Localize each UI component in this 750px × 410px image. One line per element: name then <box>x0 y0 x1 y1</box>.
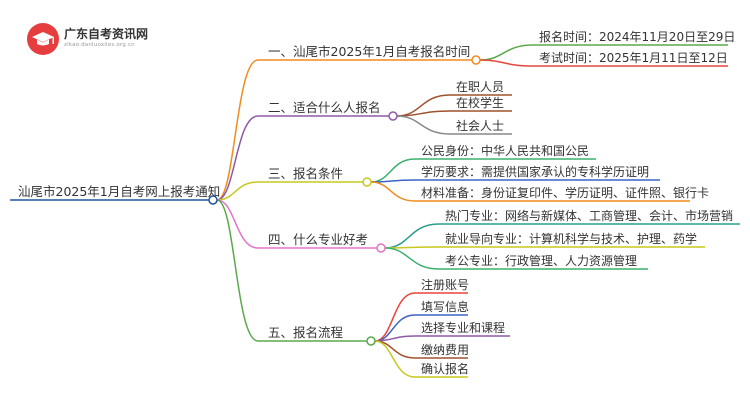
leaf-3-2: 学历要求：需提供国家承认的专科学历证明 <box>421 165 650 179</box>
leaf-1-2: 考试时间：2025年1月11日至12日 <box>539 51 728 65</box>
connector-branch-2-leaf-3 <box>396 115 451 135</box>
leaf-2-1: 在职人员 <box>456 80 505 94</box>
connector-branch-5-leaf-5 <box>374 340 416 378</box>
connector-branch-1-leaf-2 <box>479 59 534 67</box>
connector-root-branch-4 <box>216 199 259 249</box>
branch-2-who-can-register: 二、适合什么人报名 <box>268 100 381 115</box>
leaf-4-1: 热门专业：网络与新媒体、工商管理、会计、市场营销 <box>445 209 734 223</box>
connector-branch-4-leaf-3 <box>384 247 440 270</box>
leaf-5-1: 注册账号 <box>421 278 470 292</box>
leaf-2-2: 在校学生 <box>456 96 505 110</box>
site-logo: 广东自考资讯网 zikao.danluoxiles.org.cn <box>26 22 176 58</box>
leaf-3-3: 材料准备：身份证复印件、学历证明、证件照、银行卡 <box>421 186 710 200</box>
connector-branch-4-leaf-1 <box>384 223 440 249</box>
connector-branch-3-leaf-3 <box>370 181 416 202</box>
branch-4-easy-majors: 四、什么专业好考 <box>268 232 369 247</box>
root-node <box>208 195 218 205</box>
connector-branch-1-leaf-1 <box>479 44 534 61</box>
leaf-5-2: 填写信息 <box>421 300 470 314</box>
branch-5-process: 五、报名流程 <box>268 325 344 340</box>
connector-branch-5-leaf-2 <box>374 314 416 342</box>
connector-root-branch-1 <box>216 59 259 201</box>
site-name: 广东自考资讯网 <box>64 27 149 41</box>
branch-2-node <box>388 111 398 121</box>
branch-1-node <box>471 55 481 65</box>
graduation-cap-icon <box>27 23 59 55</box>
connector-root-branch-3 <box>216 181 259 201</box>
leaf-5-5: 确认报名 <box>421 362 470 376</box>
branch-5-node <box>366 336 376 346</box>
connector-branch-2-leaf-2 <box>396 110 451 117</box>
connector-root-branch-5 <box>216 199 259 342</box>
leaf-1-1: 报名时间：2024年11月20日至29日 <box>539 30 736 44</box>
connector-root-branch-2 <box>216 115 259 201</box>
connector-branch-5-leaf-1 <box>374 292 416 342</box>
leaf-2-3: 社会人士 <box>456 119 505 133</box>
leaf-3-1: 公民身份：中华人民共和国公民 <box>421 144 590 158</box>
leaf-4-3: 考公专业：行政管理、人力资源管理 <box>445 254 638 268</box>
branch-3-node <box>362 177 372 187</box>
site-domain: zikao.danluoxiles.org.cn <box>64 42 135 48</box>
branch-4-node <box>376 243 386 253</box>
leaf-5-3: 选择专业和课程 <box>421 321 506 335</box>
branch-3-conditions: 三、报名条件 <box>268 166 344 181</box>
connector-branch-5-leaf-4 <box>374 340 416 359</box>
root-topic: 汕尾市2025年1月自考网上报考通知 <box>18 184 221 199</box>
connector-branch-3-leaf-1 <box>370 158 416 183</box>
leaf-4-2: 就业导向专业：计算机科学与技术、护理、药学 <box>445 232 698 246</box>
leaf-5-4: 缴纳费用 <box>421 343 470 357</box>
branch-1-registration-time: 一、汕尾市2025年1月自考报名时间 <box>268 44 471 59</box>
